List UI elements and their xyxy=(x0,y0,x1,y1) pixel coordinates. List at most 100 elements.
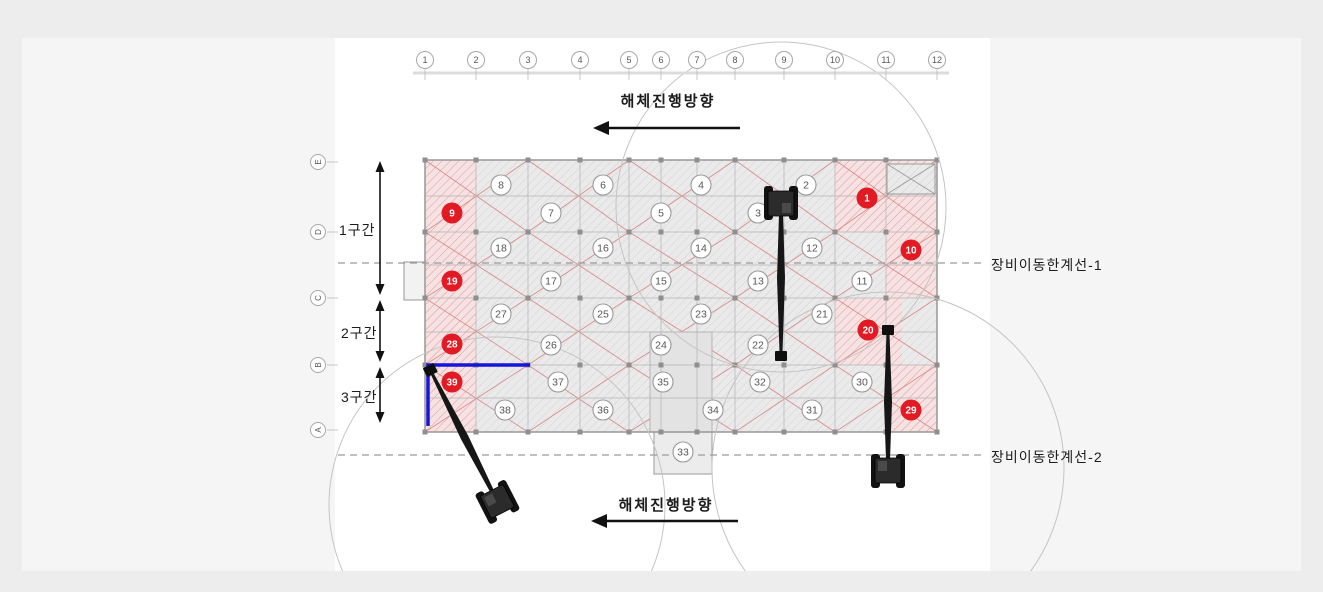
cell-number: 1 xyxy=(864,194,870,205)
cell-number: 21 xyxy=(816,309,828,321)
cell-number: 38 xyxy=(499,405,511,417)
cell-marker-red xyxy=(900,399,922,421)
column-bubble xyxy=(877,51,895,69)
side-annex xyxy=(403,261,426,301)
swing-radius-arcs xyxy=(328,41,1065,571)
cell-marker xyxy=(490,237,512,259)
cell-marker xyxy=(592,303,614,325)
cell-marker-red xyxy=(441,371,463,393)
cell-marker-red xyxy=(856,187,878,209)
cell-marker xyxy=(702,399,724,421)
cell-marker xyxy=(490,174,512,196)
column-bubble xyxy=(652,51,670,69)
cell-number: 30 xyxy=(856,377,868,389)
zone-1-label: 1구간 xyxy=(339,222,376,238)
swing-radius-arc xyxy=(711,291,1065,571)
cell-number: 4 xyxy=(698,180,704,192)
cell-number: 12 xyxy=(806,243,818,255)
row-bubble xyxy=(310,224,326,240)
cell-marker xyxy=(540,202,562,224)
column-bubble xyxy=(726,51,744,69)
cell-marker xyxy=(650,270,672,292)
cell-number: 35 xyxy=(657,377,669,389)
excavator-icon xyxy=(422,363,520,524)
cell-number: 17 xyxy=(545,276,557,288)
column-bubble-label: 3 xyxy=(525,55,530,65)
cell-number: 25 xyxy=(597,309,609,321)
cell-marker-red xyxy=(857,319,879,341)
zone-extent-arrow xyxy=(375,367,385,423)
swing-radius-arc xyxy=(328,336,666,571)
cell-marker-red xyxy=(900,239,922,261)
direction-arrow xyxy=(593,121,740,135)
cell-number: 27 xyxy=(495,309,507,321)
cell-marker xyxy=(592,174,614,196)
row-bubble-label: A xyxy=(314,427,323,433)
equipment-limit-line-1-label: 장비이동한계선-1 xyxy=(991,257,1103,273)
column-bubble-label: 2 xyxy=(473,55,478,65)
row-bubble xyxy=(310,154,326,170)
column-bubble xyxy=(928,51,946,69)
cell-number: 15 xyxy=(655,276,667,288)
column-bubble xyxy=(826,51,844,69)
cell-marker xyxy=(672,441,694,463)
cell-marker xyxy=(851,371,873,393)
column-bubble-label: 1 xyxy=(422,55,427,65)
cell-number: 13 xyxy=(752,276,764,288)
cell-marker xyxy=(592,399,614,421)
cell-marker xyxy=(811,303,833,325)
cell-number: 33 xyxy=(677,447,689,459)
column-bubble xyxy=(519,51,537,69)
cell-number: 5 xyxy=(658,208,664,220)
cell-number: 31 xyxy=(806,405,818,417)
cell-number: 2 xyxy=(803,180,809,192)
cell-marker xyxy=(690,237,712,259)
cell-number: 28 xyxy=(446,340,458,351)
cell-number: 6 xyxy=(600,180,606,192)
cell-number: 22 xyxy=(752,340,764,352)
row-bubble xyxy=(310,290,326,306)
cell-number: 18 xyxy=(495,243,507,255)
column-markers xyxy=(422,157,940,435)
column-bubble-label: 8 xyxy=(732,55,737,65)
cell-marker xyxy=(690,303,712,325)
column-bubble xyxy=(416,51,434,69)
cell-marker xyxy=(494,399,516,421)
column-bubble-label: 5 xyxy=(626,55,631,65)
cell-number: 16 xyxy=(597,243,609,255)
swing-radius-arc xyxy=(615,41,947,373)
cell-number: 36 xyxy=(597,405,609,417)
demolition-red-hatch xyxy=(886,365,937,432)
cell-marker xyxy=(650,334,672,356)
cell-marker-red xyxy=(441,333,463,355)
cell-marker xyxy=(650,202,672,224)
cell-number: 23 xyxy=(695,309,707,321)
cell-number: 8 xyxy=(498,180,504,192)
cell-number: 39 xyxy=(446,378,458,389)
cell-marker xyxy=(592,237,614,259)
cell-marker xyxy=(747,270,769,292)
column-bubble xyxy=(775,51,793,69)
column-bubble-label: 12 xyxy=(932,55,942,65)
column-bubble-label: 10 xyxy=(830,55,840,65)
cell-number: 29 xyxy=(905,406,917,417)
cell-number: 7 xyxy=(548,208,554,220)
cell-marker xyxy=(540,270,562,292)
row-bubble-label: C xyxy=(314,295,323,301)
zone-extent-arrow xyxy=(375,161,385,295)
cell-marker xyxy=(801,237,823,259)
row-bubble xyxy=(310,422,326,438)
demolition-direction-label-top: 해체진행방향 xyxy=(620,93,716,110)
cell-number: 26 xyxy=(545,340,557,352)
row-bubble-label: B xyxy=(314,362,323,367)
zone-2-label: 2구간 xyxy=(341,325,378,341)
cell-marker xyxy=(747,334,769,356)
cell-marker-red xyxy=(441,270,463,292)
cell-marker xyxy=(490,303,512,325)
row-bubble-label: E xyxy=(314,159,323,164)
column-bubble-label: 9 xyxy=(781,55,786,65)
cell-marker xyxy=(749,371,771,393)
direction-arrow xyxy=(591,514,738,528)
